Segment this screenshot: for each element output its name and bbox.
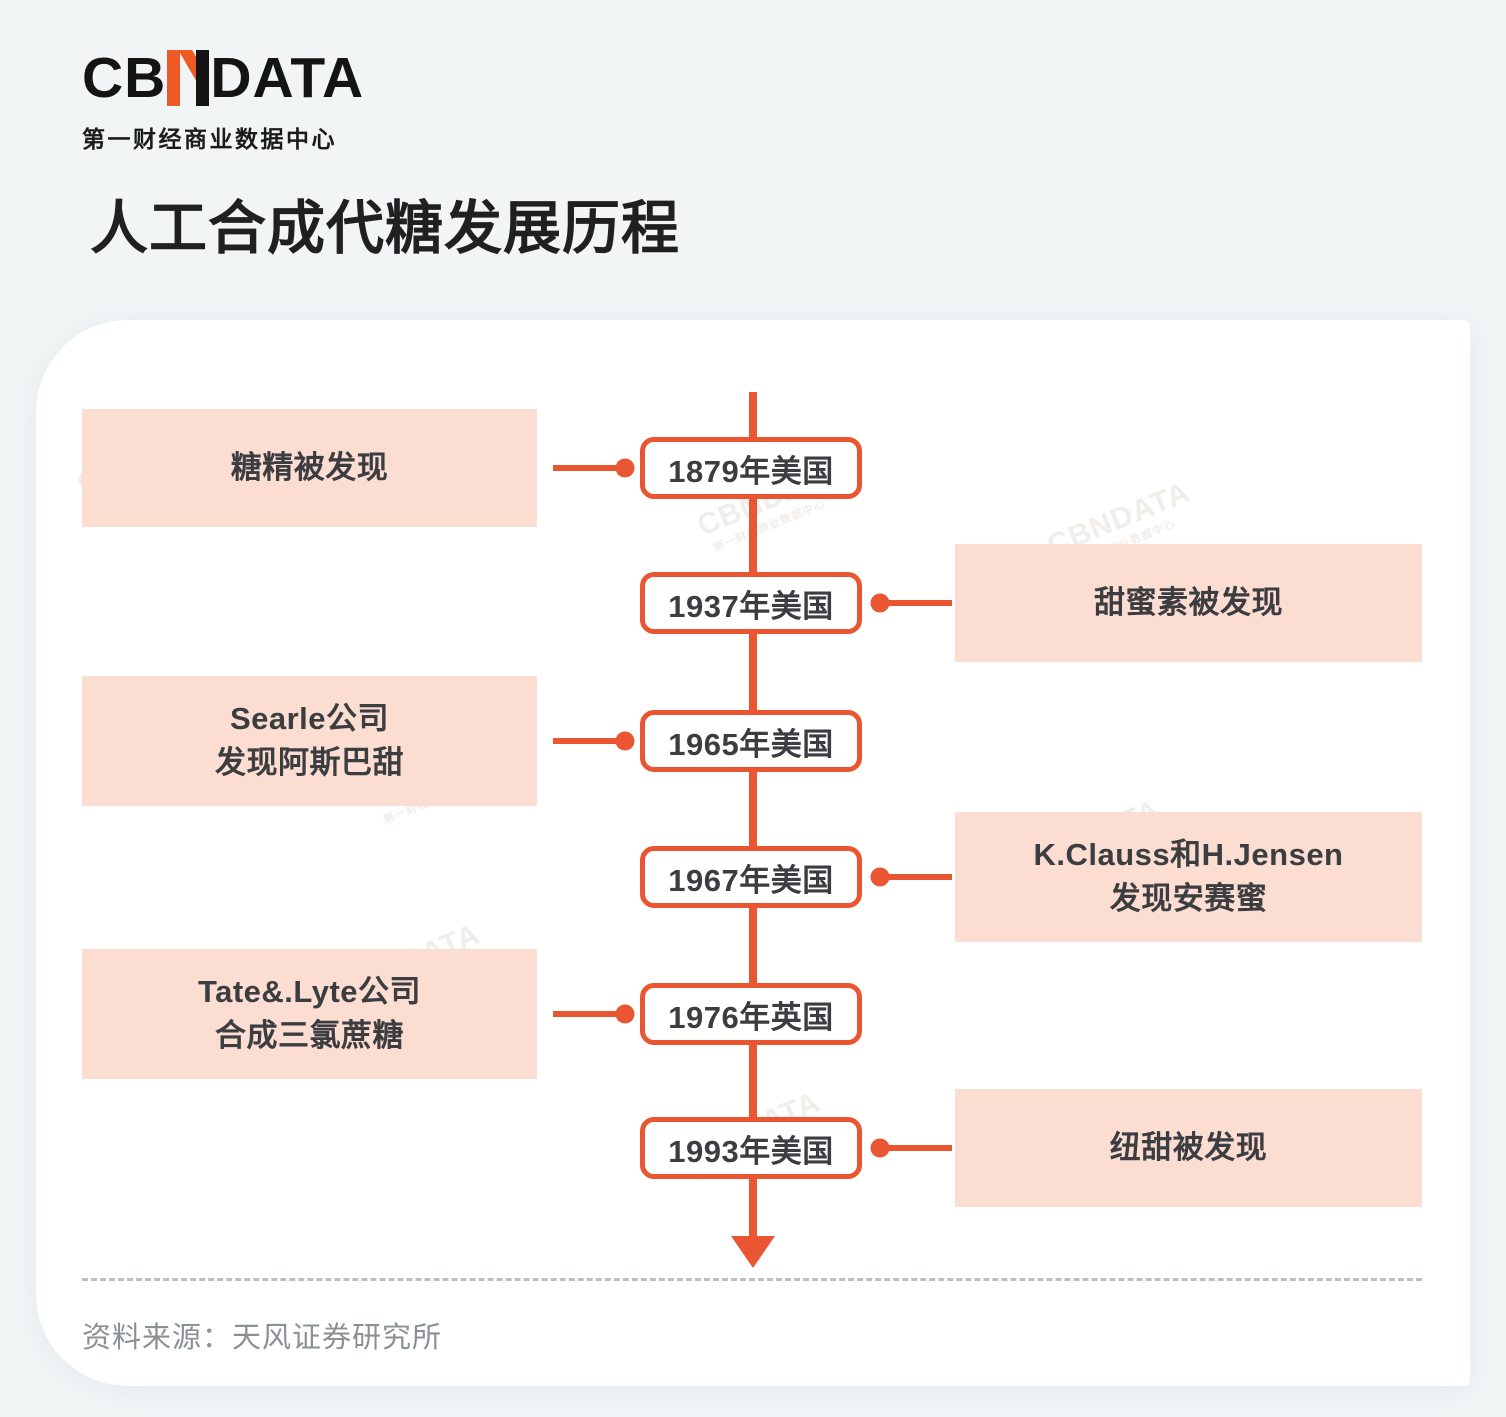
connector-line (876, 1145, 952, 1151)
connector-line (876, 600, 952, 606)
connector-dot (615, 731, 635, 751)
year-box[interactable]: 1965年美国 (640, 710, 862, 772)
year-box[interactable]: 1937年美国 (640, 572, 862, 634)
event-label-line1: K.Clauss和H.Jensen (1033, 836, 1344, 872)
logo-text-data: DATA (210, 45, 365, 110)
brand-subtitle: 第一财经商业数据中心 (82, 126, 337, 152)
connector-dot (870, 1138, 890, 1158)
event-label-line1: 糖精被发现 (230, 449, 389, 485)
connector-dot (870, 593, 890, 613)
event-label-box: 纽甜被发现 (955, 1089, 1422, 1207)
event-label-line1: 纽甜被发现 (1109, 1129, 1268, 1165)
connector-line (553, 465, 627, 471)
event-label-box: 甜蜜素被发现 (955, 544, 1422, 662)
page-title: 人工合成代糖发展历程 (90, 196, 681, 261)
timeline-axis (749, 392, 757, 1252)
brand-header: CB DATA 第一财经商业数据中心 (82, 48, 502, 154)
event-label-line1: Tate&.Lyte公司 (197, 973, 422, 1009)
event-label-line2: 发现阿斯巴甜 (215, 745, 404, 780)
logo-text-cb: CB (82, 45, 167, 110)
timeline-arrow-icon (731, 1236, 775, 1268)
year-box[interactable]: 1967年美国 (640, 846, 862, 908)
year-box[interactable]: 1993年美国 (640, 1117, 862, 1179)
year-box[interactable]: 1976年英国 (640, 983, 862, 1045)
footer-divider (82, 1278, 1422, 1281)
event-label-line1: 甜蜜素被发现 (1094, 584, 1283, 620)
event-label-line2: 合成三氯蔗糖 (215, 1018, 404, 1053)
connector-dot (615, 458, 635, 478)
connector-line (553, 1011, 627, 1017)
logo-n-icon (167, 50, 210, 106)
source-note: 资料来源：天风证券研究所 (82, 1322, 443, 1354)
connector-dot (870, 867, 890, 887)
event-label-box: Tate&.Lyte公司 合成三氯蔗糖 (82, 949, 537, 1079)
connector-line (876, 874, 952, 880)
connector-dot (615, 1004, 635, 1024)
event-label-line2: 发现安赛蜜 (1109, 881, 1268, 916)
year-box[interactable]: 1879年美国 (640, 437, 862, 499)
event-label-box: Searle公司 发现阿斯巴甜 (82, 676, 537, 806)
event-label-line1: Searle公司 (229, 700, 390, 736)
cbndata-logo: CB DATA (82, 48, 502, 108)
event-label-box: 糖精被发现 (82, 409, 537, 527)
event-label-box: K.Clauss和H.Jensen 发现安赛蜜 (955, 812, 1422, 942)
connector-line (553, 738, 627, 744)
